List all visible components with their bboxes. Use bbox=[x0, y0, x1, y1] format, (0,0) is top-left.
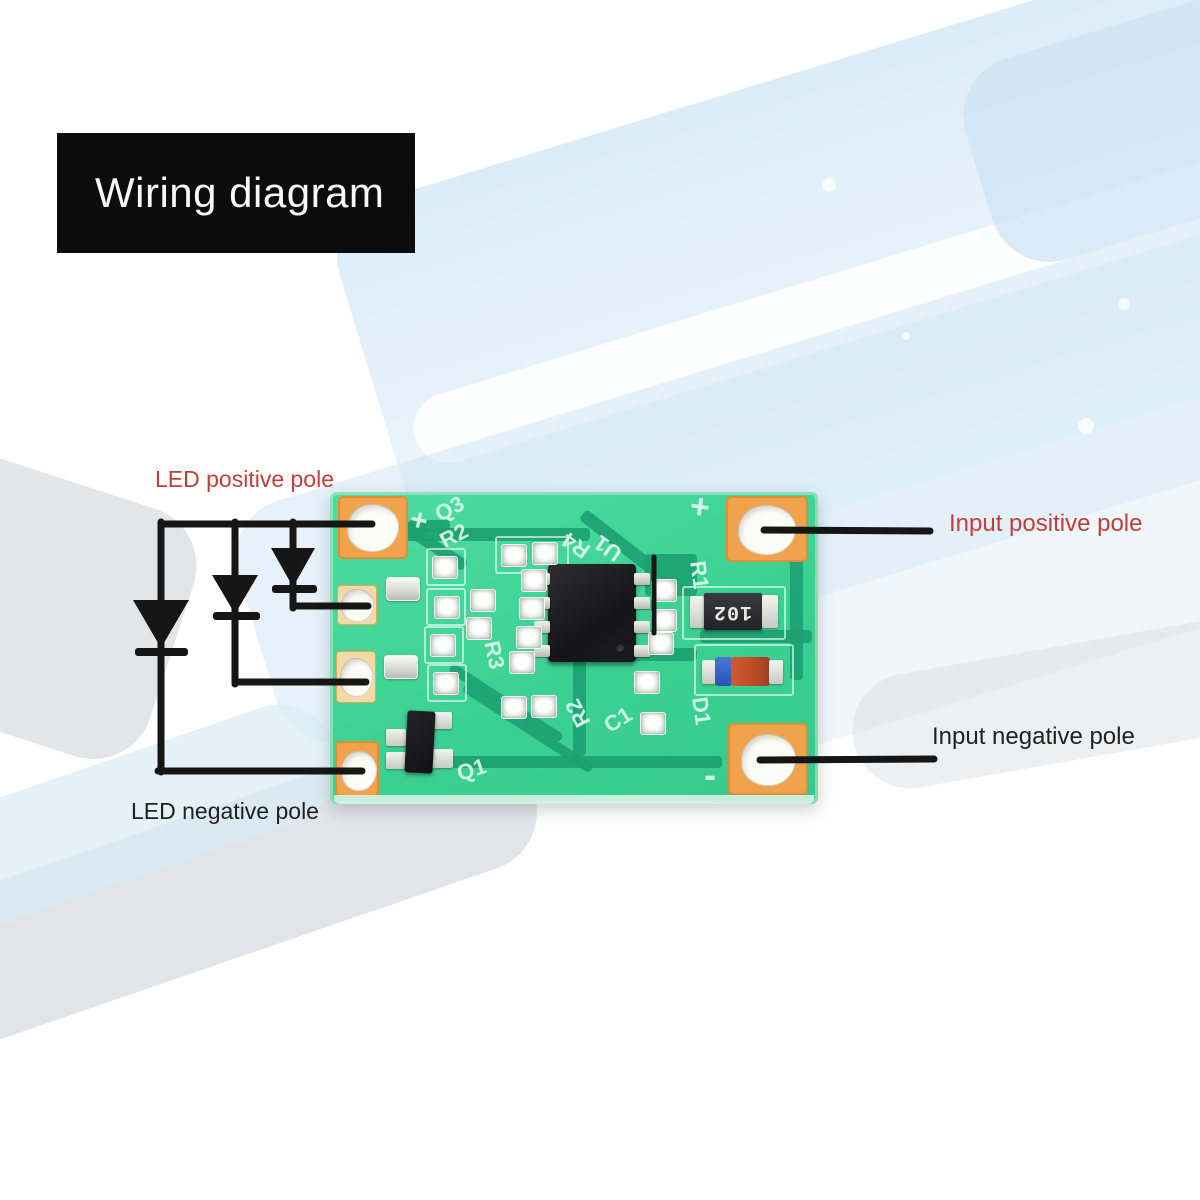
diode-lead bbox=[769, 660, 783, 684]
smd-pad bbox=[433, 672, 459, 695]
solder-blob bbox=[340, 658, 373, 697]
pin1-dot bbox=[615, 643, 624, 652]
ic-pin bbox=[634, 645, 650, 657]
smd-pad bbox=[432, 556, 458, 579]
pcb-board: 102 Q3 R2 R4 U1 R1 R3 R2 C1 D1 Q1 + + - bbox=[330, 487, 818, 804]
silkscreen-outline bbox=[694, 644, 794, 696]
diode-lead bbox=[702, 660, 715, 684]
label-led-negative-pole: LED negative pole bbox=[131, 798, 319, 824]
background-speck bbox=[1078, 418, 1094, 434]
silkscreen-outline bbox=[426, 588, 466, 626]
smd-pad bbox=[519, 597, 545, 620]
smd-pad bbox=[501, 544, 527, 567]
pad-led-positive bbox=[338, 496, 408, 559]
silkscreen-minus-mark: - bbox=[704, 754, 716, 795]
silkscreen-label-d1: D1 bbox=[687, 695, 716, 727]
silkscreen-outline bbox=[427, 664, 467, 702]
silkscreen-label-c1: C1 bbox=[599, 701, 637, 738]
title-text: Wiring diagram bbox=[95, 169, 385, 216]
resistor-102: 102 bbox=[704, 593, 762, 630]
pad-input-negative bbox=[728, 723, 808, 795]
silkscreen-label-r2b: R2 bbox=[559, 694, 596, 732]
ic-chip bbox=[548, 564, 636, 662]
resistor-terminal bbox=[762, 595, 778, 628]
smd-pad bbox=[651, 609, 677, 632]
smd-pad bbox=[430, 634, 456, 657]
silkscreen-plus-mark: + bbox=[687, 486, 713, 528]
solder-blob bbox=[741, 734, 796, 786]
smd-pad bbox=[648, 632, 674, 655]
solder-blob bbox=[347, 504, 399, 552]
smd-pad bbox=[651, 579, 677, 602]
resistor-marking: 102 bbox=[713, 600, 753, 623]
smd-pad bbox=[434, 596, 460, 619]
label-led-positive-pole: LED positive pole bbox=[155, 466, 334, 492]
smd-pad bbox=[501, 696, 527, 719]
smd-pad bbox=[532, 542, 558, 565]
diode-cathode-band bbox=[715, 657, 732, 686]
smd-pad bbox=[634, 671, 660, 694]
smd-pad bbox=[470, 589, 496, 612]
silkscreen-label-u1: U1 bbox=[589, 530, 627, 567]
smd-pad bbox=[521, 569, 547, 592]
smd-pad bbox=[466, 617, 492, 640]
transistor-pad bbox=[386, 752, 406, 769]
ic-pin bbox=[634, 621, 650, 633]
pad-input-positive bbox=[726, 496, 808, 562]
solder-blob bbox=[738, 505, 796, 555]
pad-led-channel-2 bbox=[337, 585, 377, 625]
smd-pad bbox=[516, 626, 542, 649]
label-input-negative-pole: Input negative pole bbox=[932, 723, 1135, 750]
smd-pad bbox=[531, 695, 557, 718]
pcb-trace bbox=[408, 520, 450, 532]
title-banner: Wiring diagram bbox=[57, 133, 415, 253]
label-input-positive-pole: Input positive pole bbox=[949, 510, 1143, 537]
silkscreen-outline bbox=[682, 586, 786, 640]
transistor-q1 bbox=[404, 710, 436, 774]
pad-led-negative bbox=[335, 741, 379, 797]
silkscreen-label-r1: R1 bbox=[685, 559, 714, 591]
solder-blob bbox=[341, 589, 374, 622]
pad-led-channel-3 bbox=[336, 651, 376, 703]
background-speck bbox=[822, 178, 836, 192]
transistor-pad bbox=[431, 712, 452, 729]
smd-jumper bbox=[386, 577, 420, 601]
silkscreen-outline bbox=[426, 548, 466, 586]
transistor-pad bbox=[386, 729, 406, 746]
smd-pad bbox=[640, 712, 666, 735]
smd-jumper bbox=[384, 655, 418, 679]
background-speck bbox=[1118, 298, 1130, 310]
smd-pad bbox=[509, 651, 535, 674]
pcb-trace bbox=[573, 660, 586, 756]
ic-pin bbox=[634, 573, 650, 585]
ic-pin bbox=[634, 597, 650, 609]
silkscreen-label-r3: R3 bbox=[479, 638, 510, 672]
background-speck bbox=[982, 232, 992, 242]
transistor-pad bbox=[431, 749, 453, 768]
resistor-terminal bbox=[690, 596, 704, 628]
background-speck bbox=[902, 332, 910, 340]
silkscreen-outline bbox=[424, 626, 464, 664]
solder-blob bbox=[341, 751, 377, 791]
diode-body bbox=[731, 657, 770, 686]
